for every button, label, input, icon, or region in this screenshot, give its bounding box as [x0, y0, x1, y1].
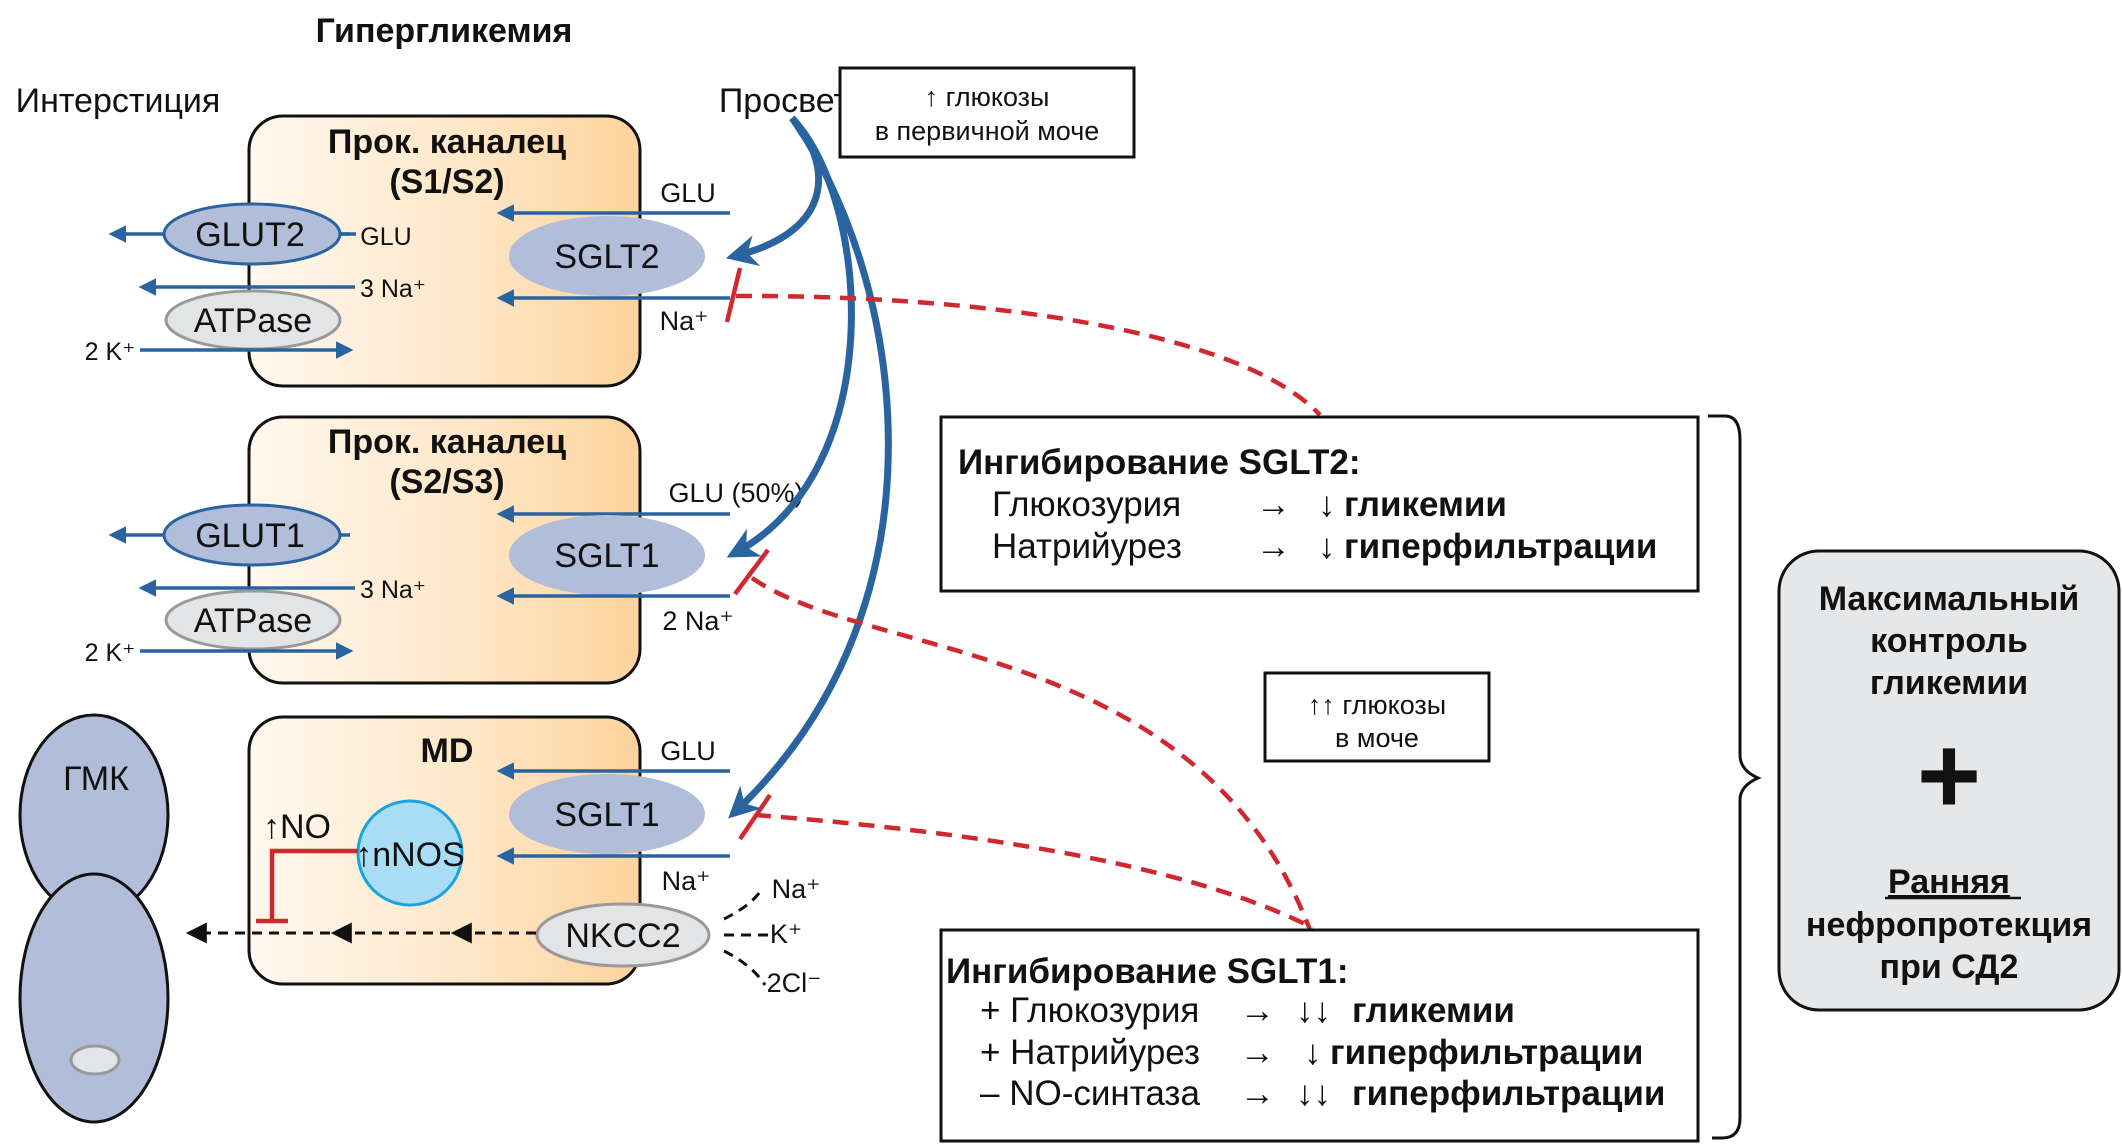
sglt2-row1-symbol: ↓	[1318, 485, 1336, 524]
ion-cl-label: 2Cl⁻	[767, 968, 822, 998]
outcome-line2: контроль	[1870, 622, 2028, 660]
ion-k-label: K⁺	[770, 919, 802, 949]
proximal-tubule-s2s3: Прок. каналец (S2/S3) GLU (50%) SGLT1 2 …	[85, 415, 804, 685]
glut2-label: GLUT2	[195, 216, 305, 254]
sglt1-transporter-s2s3	[509, 515, 705, 595]
outcome-line3: гликемии	[1870, 664, 2028, 702]
curly-brace	[1708, 414, 1762, 1140]
na-baso-label: 3 Na⁺	[360, 275, 426, 303]
glu-lumen-label: GLU	[660, 178, 716, 208]
glu-baso-label: GLU	[360, 223, 411, 251]
k-baso-label-2: 2 K⁺	[85, 639, 136, 667]
outcome-line4: Ранняя	[1888, 863, 2010, 901]
sglt1-row3-effect: гиперфильтрации	[1352, 1074, 1665, 1113]
sglt2-transporter	[509, 216, 705, 296]
sglt1-row3-cause: – NO-синтаза	[980, 1074, 1200, 1113]
sglt2-inhibition-link	[735, 293, 1322, 417]
sglt2-inhibition-heading: Ингибирование SGLT2:	[958, 443, 1361, 482]
k-baso-label: 2 K⁺	[85, 338, 136, 366]
sglt1-row3-symbol: ↓↓	[1296, 1074, 1331, 1113]
smooth-muscle-cell: ГМК	[18, 713, 170, 1124]
sglt2-row2-arrow: →	[1256, 527, 1291, 566]
outcome-line5: нефропротекция	[1806, 906, 2092, 944]
na-baso-label-2: 3 Na⁺	[360, 576, 426, 604]
lumen-label: Просвет	[719, 82, 849, 120]
sglt1-row1-effect: гликемии	[1352, 991, 1515, 1030]
ion-na-label: Na⁺	[772, 874, 821, 904]
sglt1-row2-cause: + Натрийурез	[980, 1033, 1200, 1072]
nkcc2-label: NKCC2	[565, 917, 680, 955]
lumen-to-md-sglt1-arrow	[728, 115, 892, 819]
sglt1-inhibition-bar-1	[733, 548, 770, 596]
sglt1-inhibition-heading: Ингибирование SGLT1:	[946, 952, 1349, 991]
sglt2-row2-effect: гиперфильтрации	[1344, 527, 1657, 566]
no-label: ↑NO	[263, 808, 331, 846]
sglt2-inhibition-box: Ингибирование SGLT2: Глюкозурия → ↓ глик…	[939, 415, 1700, 593]
sglt2-row2-symbol: ↓	[1318, 527, 1336, 566]
tubule-s1s2-subtitle: (S1/S2)	[389, 163, 504, 201]
nnos-label: ↑nNOS	[355, 836, 465, 874]
sglt2-row1-cause: Глюкозурия	[992, 485, 1181, 524]
sglt1-row3-arrow: →	[1240, 1074, 1275, 1113]
sglt1-inhibition-link	[750, 576, 1313, 931]
sglt1-row1-symbol: ↓↓	[1296, 991, 1331, 1030]
atpase-label: ATPase	[194, 302, 312, 340]
glucose-urine-line2: в моче	[1335, 723, 1419, 753]
cl-ion-dash	[723, 949, 767, 986]
interstitium-label: Интерстиция	[16, 82, 221, 120]
sglt1-row2-symbol: ↓	[1304, 1033, 1322, 1072]
smc-label: ГМК	[63, 760, 129, 798]
nkcc2-cotransporter	[535, 902, 711, 968]
sglt1-transporter-md	[509, 774, 705, 854]
glucose-urine-line1: ↑↑ глюкозы	[1308, 690, 1446, 720]
atpase-pump-2	[164, 589, 342, 651]
nucleus	[69, 1044, 121, 1076]
glu-md-label: GLU	[660, 736, 716, 766]
sglt2-inhibition-bar	[724, 267, 743, 323]
outcome-line6: при СД2	[1880, 948, 2019, 986]
sglt1-label-s2s3: SGLT1	[554, 537, 659, 575]
sglt2-row1-arrow: →	[1256, 485, 1291, 524]
na-ion-dash	[723, 888, 764, 921]
glucose-primary-line1: ↑ глюкозы	[925, 82, 1050, 112]
tubule-s2s3-subtitle: (S2/S3)	[389, 463, 504, 501]
glucose-urine-box: ↑↑ глюкозы в моче	[1263, 671, 1491, 763]
na-md-label: Na⁺	[662, 866, 711, 896]
outcome-line1: Максимальный	[1819, 580, 2080, 618]
no-inhibition-line	[269, 848, 358, 920]
macula-densa: MD GLU SGLT1 Na⁺ ↑nNOS ↑NO NKCC2 Na⁺ K⁺ …	[185, 715, 822, 998]
atpase-label-2: ATPase	[194, 602, 312, 640]
na-lumen-label: Na⁺	[660, 306, 709, 336]
na2-lumen-label: 2 Na⁺	[662, 606, 733, 636]
tubule-s1s2-title: Прок. каналец	[328, 123, 566, 161]
sglt1-row1-arrow: →	[1240, 991, 1275, 1030]
sglt1-inhibition-box: Ингибирование SGLT1: + Глюкозурия → ↓↓ г…	[939, 928, 1700, 1143]
sglt1-row2-arrow: →	[1240, 1033, 1275, 1072]
proximal-tubule-s1s2: Прок. каналец (S1/S2) GLU SGLT2 Na⁺ GLUT…	[85, 114, 743, 388]
tubule-s2s3-title: Прок. каналец	[328, 423, 566, 461]
md-inhibition-link	[754, 812, 1315, 931]
diagram-title: Гипергликемия	[316, 12, 573, 50]
outcome-plus: +	[1917, 714, 1981, 837]
glut2-transporter	[162, 202, 342, 266]
glucose-primary-line2: в первичной моче	[875, 116, 1100, 146]
sglt1-row1-cause: + Глюкозурия	[980, 991, 1199, 1030]
glucose-primary-urine-box: ↑ глюкозы в первичной моче	[838, 66, 1136, 159]
sglt2-label: SGLT2	[554, 238, 659, 276]
glu50-lumen-label: GLU (50%)	[668, 478, 803, 508]
sglt2-row2-cause: Натрийурез	[992, 527, 1182, 566]
sglt2-row1-effect: гликемии	[1344, 485, 1507, 524]
md-title: MD	[421, 732, 474, 770]
glut1-transporter	[162, 503, 342, 567]
sglt1-label-md: SGLT1	[554, 796, 659, 834]
outcome-box: Максимальный контроль гликемии + Ранняя …	[1777, 549, 2121, 1012]
sglt1-row2-effect: гиперфильтрации	[1330, 1033, 1643, 1072]
glut1-label: GLUT1	[195, 517, 305, 555]
